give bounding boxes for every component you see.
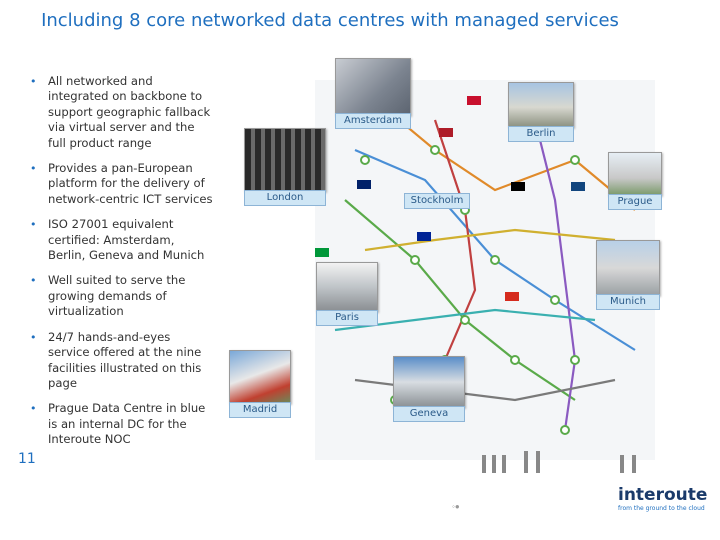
silhouette-decoration [524,451,528,473]
flag-icon [315,248,329,257]
berlin-photo [508,82,574,128]
flag-icon [357,180,371,189]
country-flags [315,96,585,301]
map-node [550,295,560,305]
map-node [360,155,370,165]
flag-icon [439,128,453,137]
stockholm-caption: Stockholm [404,193,470,209]
map-node [490,255,500,265]
map-node [460,315,470,325]
logo-name: interoute [618,485,708,505]
berlin-caption: Berlin [508,126,574,142]
bullet-dot-icon: • [30,402,37,416]
bullet-dot-icon: • [30,274,37,288]
bullet-item: •Provides a pan-European platform for th… [30,161,213,206]
munich-caption: Munich [596,294,660,310]
bullet-item: •24/7 hands-and-eyes service offered at … [30,329,202,390]
network-line-purple [533,119,577,431]
bullet-item: •Prague Data Centre in blue is an intern… [30,401,206,447]
page-indicator-icon: ◦● [452,502,460,511]
madrid-photo [229,350,291,404]
bullet-list: •All networked and integrated on backbon… [28,74,213,458]
slide-number: 11 [18,451,36,467]
map-node [570,155,580,165]
map-node [560,425,570,435]
flag-icon [467,96,481,105]
bullet-item: •Well suited to serve the growing demand… [30,273,186,319]
map-node [510,355,520,365]
bullet-dot-icon: • [30,162,37,176]
paris-photo [316,262,378,312]
silhouette-decoration [620,455,624,473]
map-node [430,145,440,155]
bullet-item: •All networked and integrated on backbon… [30,74,211,150]
bullet-dot-icon: • [30,330,37,344]
logo-tagline: from the ground to the cloud [618,505,705,512]
network-line-yellow [364,228,616,252]
prague-photo [608,152,662,196]
map-node [410,255,420,265]
silhouette-decoration [492,455,496,473]
flag-icon [511,182,525,191]
silhouette-decoration [502,455,506,473]
flag-icon [571,182,585,191]
map-node [570,355,580,365]
munich-photo [596,240,660,296]
prague-caption: Prague [608,194,662,210]
flag-icon [417,232,431,241]
geneva-photo [393,356,465,408]
bullet-item: •ISO 27001 equivalent certified: Amsterd… [30,217,205,263]
interoute-logo: interoute from the ground to the cloud [618,485,707,512]
flag-icon [505,292,519,301]
bullet-dot-icon: • [30,218,37,232]
network-line-orange [374,99,636,211]
slide-title: Including 8 core networked data centres … [41,10,619,31]
amsterdam-photo [335,58,411,116]
london-caption: London [244,190,326,206]
bullet-dot-icon: • [30,75,37,88]
amsterdam-caption: Amsterdam [335,113,411,129]
silhouette-decoration [482,455,486,473]
london-photo [244,128,326,192]
paris-caption: Paris [316,310,378,326]
madrid-caption: Madrid [229,402,291,418]
silhouette-decoration [632,455,636,473]
silhouette-decoration [536,451,540,473]
geneva-caption: Geneva [393,406,465,422]
